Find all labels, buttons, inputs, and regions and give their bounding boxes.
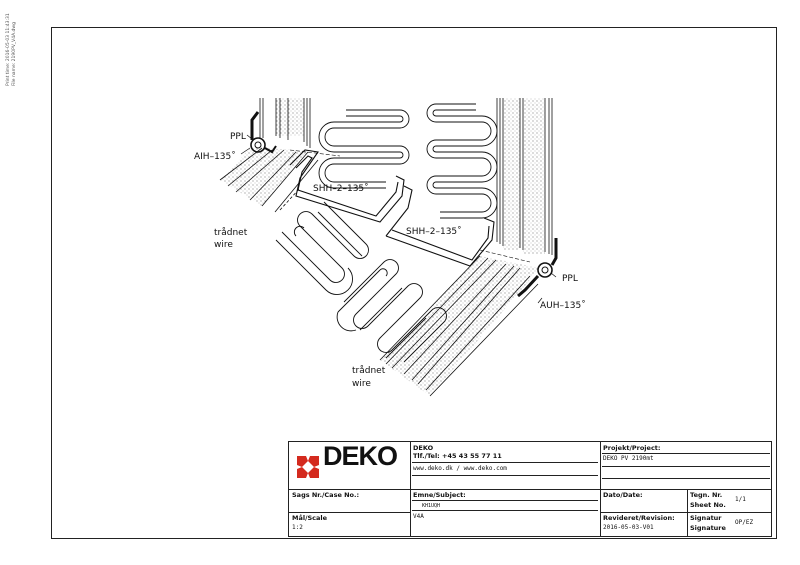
project-cell: Projekt/Project: DEKO PV 2190mt: [600, 442, 772, 490]
subject-label: Emne/Subject:: [413, 491, 466, 499]
drawing-frame: [51, 27, 777, 539]
ppl-right-label: PPL: [562, 274, 578, 284]
logo-cell: DEKO: [289, 442, 411, 490]
case-cell: Sags Nr./Case No.:: [289, 489, 411, 513]
shh-right-label: SHH–2–135˚: [406, 226, 462, 237]
heating-cable-upper-right: [426, 103, 498, 219]
sheet-cell: Tegn. Nr. Sheet No. 1/1: [687, 489, 772, 513]
signature-label-da: Signatur: [690, 514, 722, 522]
subject-value-1: KH1UQH: [422, 503, 441, 509]
project-rule-2: [602, 466, 770, 467]
heating-cable-lower-left: [275, 201, 369, 295]
right-wall-panel: [496, 98, 553, 255]
signature-cell: Signatur Signature OP/EZ: [687, 512, 772, 536]
company-rule-2: [412, 475, 598, 476]
wire-left-label-da: trådnet: [214, 227, 248, 238]
sheet-label-da: Tegn. Nr.: [690, 491, 723, 499]
deko-logo-text: DEKO: [323, 441, 398, 471]
sheet-value: 1/1: [735, 496, 746, 503]
company-name: DEKO: [413, 444, 434, 452]
ppl-right-profile: [517, 238, 558, 298]
revision-cell: Revideret/Revision: 2016-05-03-V01: [600, 512, 688, 536]
deko-logo-mark-icon: [297, 456, 319, 478]
project-rule: [602, 453, 770, 454]
case-label: Sags Nr./Case No.:: [292, 491, 360, 499]
deko-logo: DEKO: [289, 442, 409, 490]
company-cell: DEKO Tlf./Tel: +45 43 55 77 11 www.deko.…: [410, 442, 601, 490]
aih-label: AIH–135˚: [194, 151, 236, 162]
subject-rule: [412, 500, 598, 501]
heating-cable-upper-left: [318, 109, 410, 189]
company-rule: [412, 462, 598, 463]
ppl-left-profile: [250, 111, 277, 154]
company-phone: Tlf./Tel: +45 43 55 77 11: [413, 452, 502, 460]
project-rule-3: [602, 478, 770, 479]
project-value: DEKO PV 2190mt: [603, 455, 654, 462]
subject-rule-2: [412, 510, 598, 511]
heating-cable-lower-right: [336, 259, 447, 363]
company-web: www.deko.dk / www.deko.com: [413, 465, 507, 472]
ppl-left-label: PPL: [230, 132, 246, 142]
auh-label: AUH–135˚: [540, 300, 586, 311]
leader-lines: [240, 134, 557, 304]
signature-value: OP/EZ: [735, 519, 754, 526]
wire-bottom-label-da: trådnet: [352, 365, 386, 376]
left-sloped-panel: [219, 147, 319, 213]
subject-value-2: V4A: [413, 513, 424, 520]
sheet-label-en: Sheet No.: [690, 501, 726, 509]
left-wall-panel: [259, 98, 311, 148]
project-label: Projekt/Project:: [603, 444, 661, 452]
scale-cell: Mål/Scale 1:2: [289, 512, 411, 536]
wire-bottom-label-en: wire: [352, 379, 371, 389]
date-cell: Dato/Date:: [600, 489, 688, 513]
signature-label-en: Signature: [690, 524, 726, 532]
shh-left-label: SHH–2–135˚: [313, 183, 369, 194]
scale-value: 1:2: [292, 524, 303, 531]
subject-cell: Emne/Subject: KH1UQH V4A: [410, 489, 601, 537]
shh-brackets: [289, 149, 531, 267]
revision-value: 2016-05-03-V01: [603, 524, 654, 531]
title-block: DEKO DEKO Tlf./Tel: +45 43 55 77 11 www.…: [288, 441, 772, 537]
date-label: Dato/Date:: [603, 491, 643, 499]
revision-label: Revideret/Revision:: [603, 514, 675, 522]
wire-left-label-en: wire: [214, 240, 233, 250]
right-sloped-panel: [379, 255, 540, 397]
scale-label: Mål/Scale: [292, 514, 328, 522]
